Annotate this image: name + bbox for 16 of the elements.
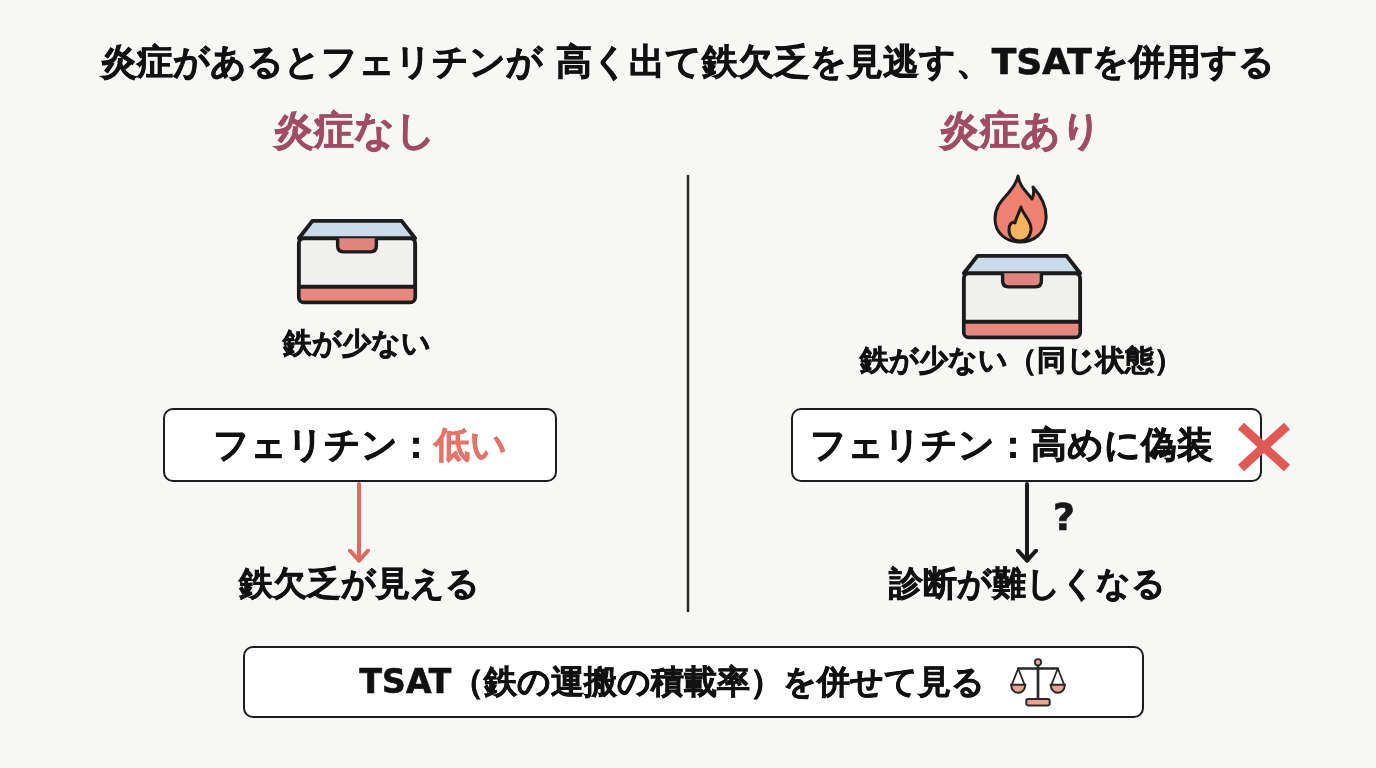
highlight-text: 低い (434, 423, 507, 467)
caption-text: 鉄が少ない (283, 325, 431, 361)
box-text: フェリチン： (213, 423, 434, 467)
info-box (163, 408, 557, 482)
arrow (1016, 482, 1038, 563)
info-box (791, 408, 1262, 482)
caption-text: 鉄が少ない（同じ状態） (859, 342, 1183, 378)
column-heading: 炎症あり (940, 106, 1102, 154)
result-text: 診断が難しくなる (888, 562, 1166, 604)
box-text: TSAT（鉄の運搬の積載率）を併せて見る (359, 662, 986, 702)
result-text: 鉄欠乏が見える (238, 562, 480, 604)
column-heading: 炎症なし (274, 106, 436, 154)
box-text: フェリチン：高めに偽装 (810, 423, 1213, 467)
arrow (348, 482, 370, 563)
title: 炎症があるとフェリチンが 高く出て鉄欠乏を見逃す、TSATを併用する (101, 40, 1275, 84)
info-box (243, 646, 1144, 718)
